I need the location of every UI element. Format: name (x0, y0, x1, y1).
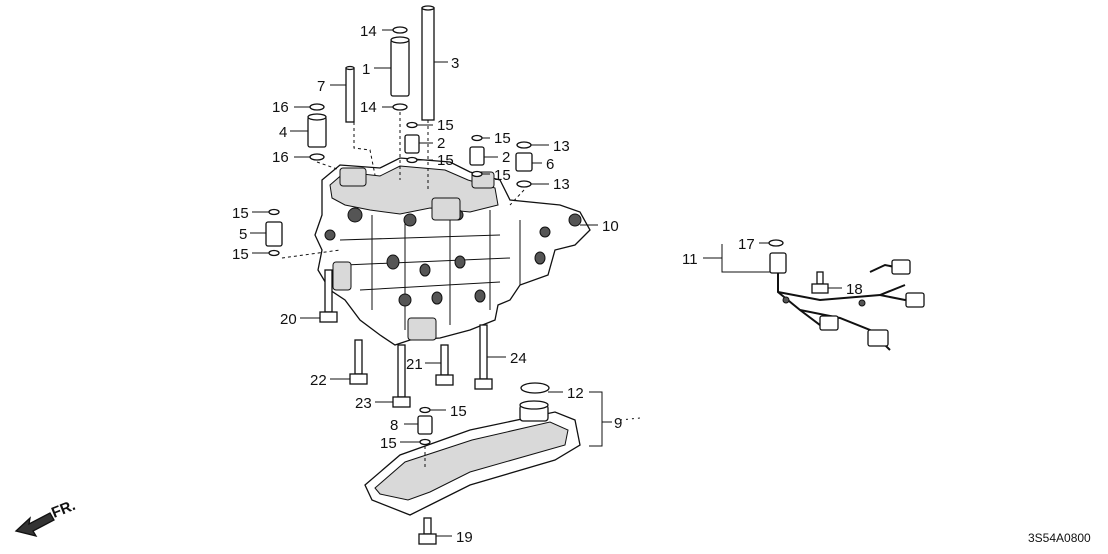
callout-19: 19 (456, 529, 473, 546)
callout-5: 5 (239, 226, 247, 243)
callout-24: 24 (510, 350, 527, 367)
part-pipe-long (421, 5, 435, 121)
callout-14b: 14 (360, 99, 377, 116)
bolt-18 (811, 271, 829, 294)
callout-15d: 15 (494, 167, 511, 184)
bolt-21 (435, 344, 454, 386)
part-filter-4 (307, 113, 327, 148)
leader-lines (250, 29, 842, 537)
callout-15e: 15 (232, 205, 249, 222)
front-arrow-icon (14, 512, 55, 538)
callout-labels: 14 1 3 7 16 14 4 16 15 2 15 15 2 15 13 6… (232, 23, 863, 546)
callout-11: 11 (682, 251, 698, 268)
callout-7: 7 (317, 78, 325, 95)
speed-sensor (769, 252, 787, 274)
part-pipe-short (345, 65, 355, 123)
bolt-19 (418, 517, 437, 545)
callout-4: 4 (279, 124, 287, 141)
callout-13b: 13 (553, 176, 570, 193)
callout-16a: 16 (272, 99, 289, 116)
callout-6: 6 (546, 156, 554, 173)
callout-18: 18 (846, 281, 863, 298)
callout-16b: 16 (272, 149, 289, 166)
callout-1: 1 (362, 61, 370, 78)
callout-20: 20 (280, 311, 297, 328)
bolt-23 (392, 344, 411, 408)
part-filter-6 (515, 152, 533, 172)
callout-8: 8 (390, 417, 398, 434)
callout-15g: 15 (450, 403, 467, 420)
bolt-20 (319, 269, 338, 323)
callout-23: 23 (355, 395, 372, 412)
strainer-assembly (364, 382, 581, 516)
valve-body-assembly (314, 157, 591, 346)
front-direction-indicator: FR. (14, 497, 78, 538)
callout-17: 17 (738, 236, 755, 253)
callout-13a: 13 (553, 138, 570, 155)
bolt-24 (474, 324, 493, 390)
bolts (319, 269, 829, 545)
direction-label: FR. (49, 497, 78, 522)
callout-15h: 15 (380, 435, 397, 452)
callout-21: 21 (406, 356, 423, 373)
sensor-harness (769, 252, 925, 351)
callout-15f: 15 (232, 246, 249, 263)
callout-22: 22 (310, 372, 327, 389)
bolt-22 (349, 339, 368, 385)
diagram-code: 3S54A0800 (1028, 531, 1091, 545)
strainer-seal (520, 382, 550, 394)
callout-2b: 2 (502, 149, 510, 166)
part-filter-5 (265, 221, 283, 247)
callout-14a: 14 (360, 23, 377, 40)
callout-2a: 2 (437, 135, 445, 152)
callout-10: 10 (602, 218, 619, 235)
part-filter-2a (404, 134, 420, 154)
callout-15c: 15 (494, 130, 511, 147)
callout-9: 9 (614, 415, 622, 432)
callout-15b: 15 (437, 152, 454, 169)
callout-15a: 15 (437, 117, 454, 134)
callout-3: 3 (451, 55, 459, 72)
part-filter-2b (469, 146, 485, 166)
part-filter-8 (417, 415, 433, 435)
callout-12: 12 (567, 385, 584, 402)
part-sleeve (390, 36, 410, 97)
